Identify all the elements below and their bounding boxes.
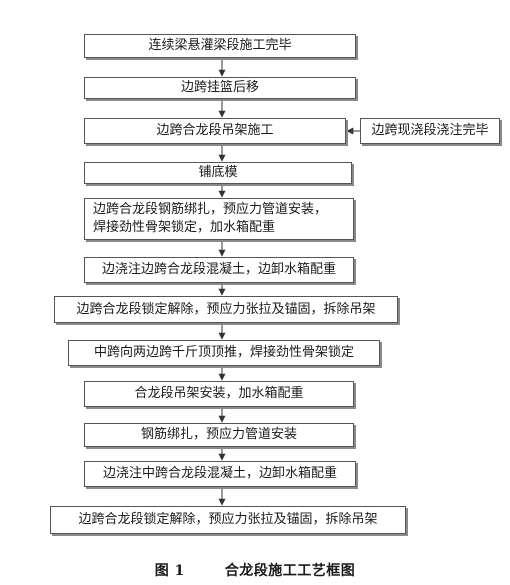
flow-step-1-label: 连续梁悬灌梁段施工完毕 bbox=[148, 38, 292, 53]
flow-step-11: 边浇注中跨合龙段混凝土，边卸水箱配重 bbox=[84, 461, 356, 487]
flow-step-6-label: 边浇注边跨合龙段混凝土，边卸水箱配重 bbox=[101, 262, 336, 277]
flow-step-7: 边跨合龙段锁定解除，预应力张拉及锚固，拆除吊架 bbox=[54, 296, 398, 323]
flow-step-10-label: 钢筋绑扎，预应力管道安装 bbox=[140, 427, 297, 442]
figure-title: 合龙段施工工艺框图 bbox=[224, 563, 356, 579]
flow-step-9-label: 合龙段吊架安装，加水箱配重 bbox=[134, 386, 304, 401]
flow-step-1: 连续梁悬灌梁段施工完毕 bbox=[84, 34, 356, 58]
figure-number: 图 1 bbox=[154, 563, 185, 579]
flow-step-10: 钢筋绑扎，预应力管道安装 bbox=[84, 423, 354, 447]
flow-step-9: 合龙段吊架安装，加水箱配重 bbox=[84, 381, 354, 407]
flow-step-3: 边跨合龙段吊架施工 bbox=[84, 118, 346, 144]
flow-step-12-label: 边跨合龙段锁定解除，预应力张拉及锚固，拆除吊架 bbox=[78, 512, 378, 527]
flow-side-step-label: 边跨现浇段浇注完毕 bbox=[371, 123, 489, 138]
flow-step-4-label: 铺底模 bbox=[198, 165, 238, 180]
flow-step-8-label: 中跨向两边跨千斤顶顶推，焊接劲性骨架锁定 bbox=[93, 345, 354, 360]
flow-step-4: 铺底模 bbox=[84, 162, 352, 184]
flow-step-5-text: 边跨合龙段钢筋绑扎，预应力管道安装， 焊接劲性骨架锁定，加水箱配重 bbox=[93, 201, 327, 237]
flow-step-6: 边浇注边跨合龙段混凝土，边卸水箱配重 bbox=[84, 257, 354, 283]
flow-step-5-line-2: 焊接劲性骨架锁定，加水箱配重 bbox=[93, 220, 276, 235]
flow-step-5-line-1: 边跨合龙段钢筋绑扎，预应力管道安装， bbox=[93, 202, 328, 217]
flow-step-5: 边跨合龙段钢筋绑扎，预应力管道安装， 焊接劲性骨架锁定，加水箱配重 bbox=[84, 198, 354, 240]
figure-caption: 图 1 合龙段施工工艺框图 bbox=[0, 560, 510, 580]
flow-step-2-label: 边跨挂篮后移 bbox=[180, 80, 259, 95]
flow-step-2: 边跨挂篮后移 bbox=[84, 77, 356, 99]
flow-step-8: 中跨向两边跨千斤顶顶推，焊接劲性骨架锁定 bbox=[68, 340, 380, 366]
flow-step-11-label: 边浇注中跨合龙段混凝土，边卸水箱配重 bbox=[102, 466, 337, 481]
flow-side-step: 边跨现浇段浇注完毕 bbox=[360, 118, 500, 144]
flow-step-7-label: 边跨合龙段锁定解除，预应力张拉及锚固，拆除吊架 bbox=[76, 301, 376, 317]
flow-step-12: 边跨合龙段锁定解除，预应力张拉及锚固，拆除吊架 bbox=[50, 506, 406, 534]
flow-step-3-label: 边跨合龙段吊架施工 bbox=[156, 123, 274, 138]
